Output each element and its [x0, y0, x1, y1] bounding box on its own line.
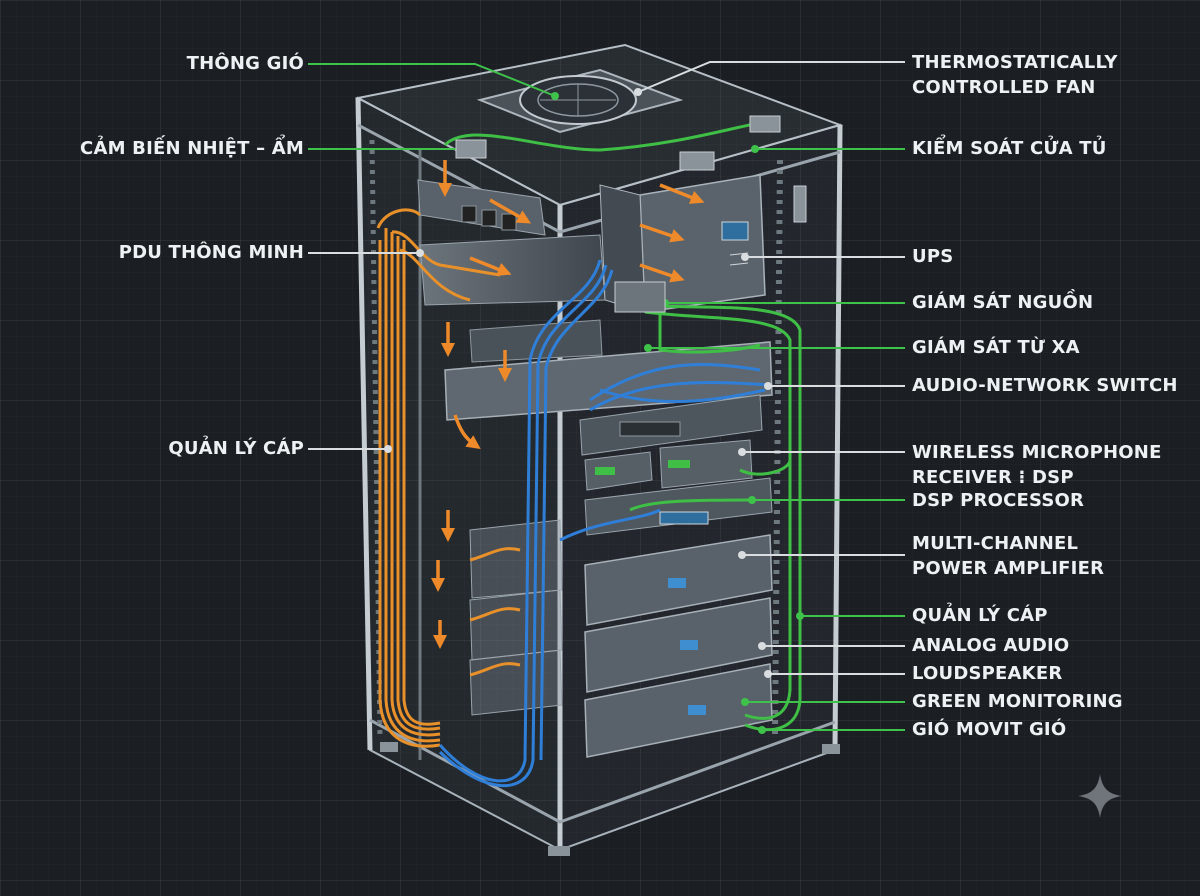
label-airflow: GIÓ MO​VIT GIÓ	[912, 719, 1067, 740]
dsp-processor	[584, 477, 773, 536]
rack-devices	[444, 319, 773, 758]
label-smart-pdu: PDU THÔNG MINH	[118, 242, 304, 263]
power-amplifier	[584, 663, 773, 758]
label-green-monitoring: GREEN MONITORING	[912, 691, 1123, 712]
label-dsp-processor: DSP PROCESSOR	[912, 490, 1085, 511]
wireless-receiver	[659, 439, 753, 489]
label-analog-audio: ANALOG AUDIO	[912, 635, 1070, 656]
label-line: THERMOSTATICALLY	[912, 52, 1118, 73]
label-thermostatic-fan: THERMOSTATICALLY CONTROLLED FAN	[912, 50, 1118, 100]
label-audio-network-switch: AUDIO-NETWORK SWITCH	[912, 375, 1178, 396]
cabinet-edge	[355, 97, 373, 751]
label-loudspeaker: LOUDSPEAKER	[912, 663, 1063, 684]
label-ups: UPS	[912, 246, 954, 267]
wireless-receiver	[584, 451, 653, 491]
leader-lines	[308, 61, 905, 734]
label-line: MULTI-CHANNEL	[912, 533, 1079, 554]
label-remote-monitoring: GIÁM SÁT TỪ XA	[912, 337, 1080, 358]
cabinet-foot	[380, 742, 398, 752]
cabinet-foot	[548, 846, 570, 856]
sparkle-icon	[1078, 774, 1122, 818]
label-line: WIRELESS MICROPHONE	[912, 442, 1162, 463]
thermostatic-fan	[476, 68, 684, 134]
label-power-amplifier: MULTI-CHANNEL POWER AMPLIFIER	[912, 531, 1104, 581]
orange-cable-bundle	[376, 208, 521, 748]
label-door-control: KIỂM SOÁT CỬA TỦ	[912, 138, 1107, 159]
leader-fan	[637, 61, 905, 93]
airflow-arrows	[431, 160, 705, 649]
label-cable-management-right: QUẢN LÝ CÁP	[912, 605, 1048, 626]
cabinet-foot	[822, 744, 840, 754]
label-line: CONTROLLED FAN	[912, 77, 1096, 98]
label-line: POWER AMPLIFIER	[912, 558, 1105, 579]
blue-cable-bundle	[438, 259, 771, 788]
cabinet-edge	[369, 718, 836, 824]
label-wireless-mic-receiver: WIRELESS MICROPHONE RECEIVER ⁝ DSP	[912, 440, 1162, 490]
leader-ventilation	[308, 63, 556, 97]
sensor-modules	[455, 115, 807, 313]
label-ventilation: THÔNG GIÓ	[186, 53, 304, 74]
power-amplifier	[584, 597, 773, 693]
label-cable-management-left: QUẢN LÝ CÁP	[168, 438, 304, 459]
label-temp-humidity-sensor: CẢM BIẾN NHIỆT – ẨM	[80, 138, 304, 159]
label-power-monitoring: GIÁM SÁT NGUỒN	[912, 292, 1094, 313]
label-line: RECEIVER ⁝ DSP	[912, 467, 1074, 488]
